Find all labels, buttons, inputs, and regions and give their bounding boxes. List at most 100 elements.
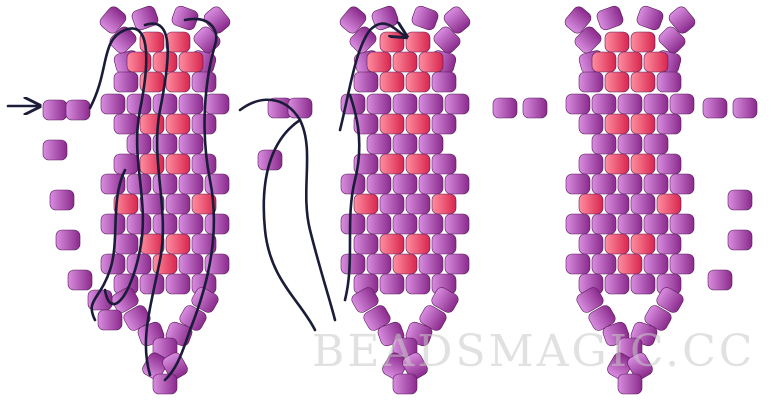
bead-purple [727,229,753,251]
bead-red [178,51,204,73]
bead-purple [578,153,604,175]
bead-purple [591,253,617,275]
bead-red [191,193,217,215]
bead-purple [643,93,669,115]
bead-purple [49,189,75,211]
bead-red [630,153,656,175]
bead-purple [591,93,617,115]
bead-red [578,193,604,215]
bead-purple [178,173,204,195]
bead-purple [591,213,617,235]
bead-red [152,51,178,73]
bead-purple [643,213,669,235]
bead-purple [669,173,695,195]
bead-purple [431,153,457,175]
bead-purple [727,189,753,211]
bead-purple [178,253,204,275]
thread-path [88,27,148,306]
bead-red [617,51,643,73]
bead-purple [578,233,604,255]
bead-purple [379,193,405,215]
bead-red [604,153,630,175]
bead-purple [492,97,518,119]
bead-purple [126,213,152,235]
bead-red [630,71,656,93]
bead-purple [444,253,470,275]
bead-red [643,51,669,73]
thread-path [163,17,218,382]
bead-red [379,113,405,135]
bead-purple [411,5,439,31]
bead-purple [522,97,548,119]
bead-purple [596,5,624,31]
bead-purple [42,139,68,161]
bead-purple [152,173,178,195]
bead-purple [564,6,592,34]
bead-purple [630,193,656,215]
bead-purple [630,273,656,295]
bead-purple [113,153,139,175]
bead-red [617,253,643,275]
bead-red [353,193,379,215]
bead-purple [732,97,758,119]
bead-purple [669,253,695,275]
bead-purple [171,5,199,31]
bead-purple [353,233,379,255]
bead-red [139,153,165,175]
bead-purple [576,287,604,313]
bead-purple [351,287,379,313]
bead-purple [366,213,392,235]
bead-purple [340,213,366,235]
bead-purple [643,133,669,155]
bead-purple [574,26,602,54]
bead-purple [100,213,126,235]
bead-purple [139,273,165,295]
bead-purple [100,93,126,115]
bead-red [630,233,656,255]
bead-red [405,233,431,255]
bead-purple [67,269,93,291]
bead-purple [702,97,728,119]
bead-red [392,253,418,275]
bead-purple [97,309,123,331]
bead-purple [443,6,471,34]
bead-purple [152,93,178,115]
bead-purple [165,193,191,215]
bead-purple [591,173,617,195]
bead-purple [591,133,617,155]
bead-purple [109,26,137,54]
bead-red [379,233,405,255]
bead-purple [204,213,230,235]
thread-path [343,93,361,302]
thread-path-layer [6,17,405,382]
bead-red [405,113,431,135]
bead-red [165,71,191,93]
bead-purple [658,26,686,54]
bead-purple [565,253,591,275]
bead-purple [433,26,461,54]
bead-purple [366,253,392,275]
bead-purple [418,213,444,235]
bead-purple [111,287,139,313]
bead-purple [366,133,392,155]
bead-red [165,153,191,175]
bead-purple [431,113,457,135]
bead-purple [565,173,591,195]
bead-purple [113,233,139,255]
bead-purple [668,6,696,34]
bead-purple [353,153,379,175]
bead-purple [191,233,217,255]
bead-purple [565,213,591,235]
bead-purple [643,253,669,275]
bead-red [591,51,617,73]
bead-purple [604,193,630,215]
bead-purple [152,133,178,155]
bead-purple [178,213,204,235]
bead-red [656,193,682,215]
bead-purple [402,352,428,380]
bead-red [431,193,457,215]
bead-purple [99,6,127,34]
thread-path [338,24,405,132]
bead-red [405,31,431,53]
